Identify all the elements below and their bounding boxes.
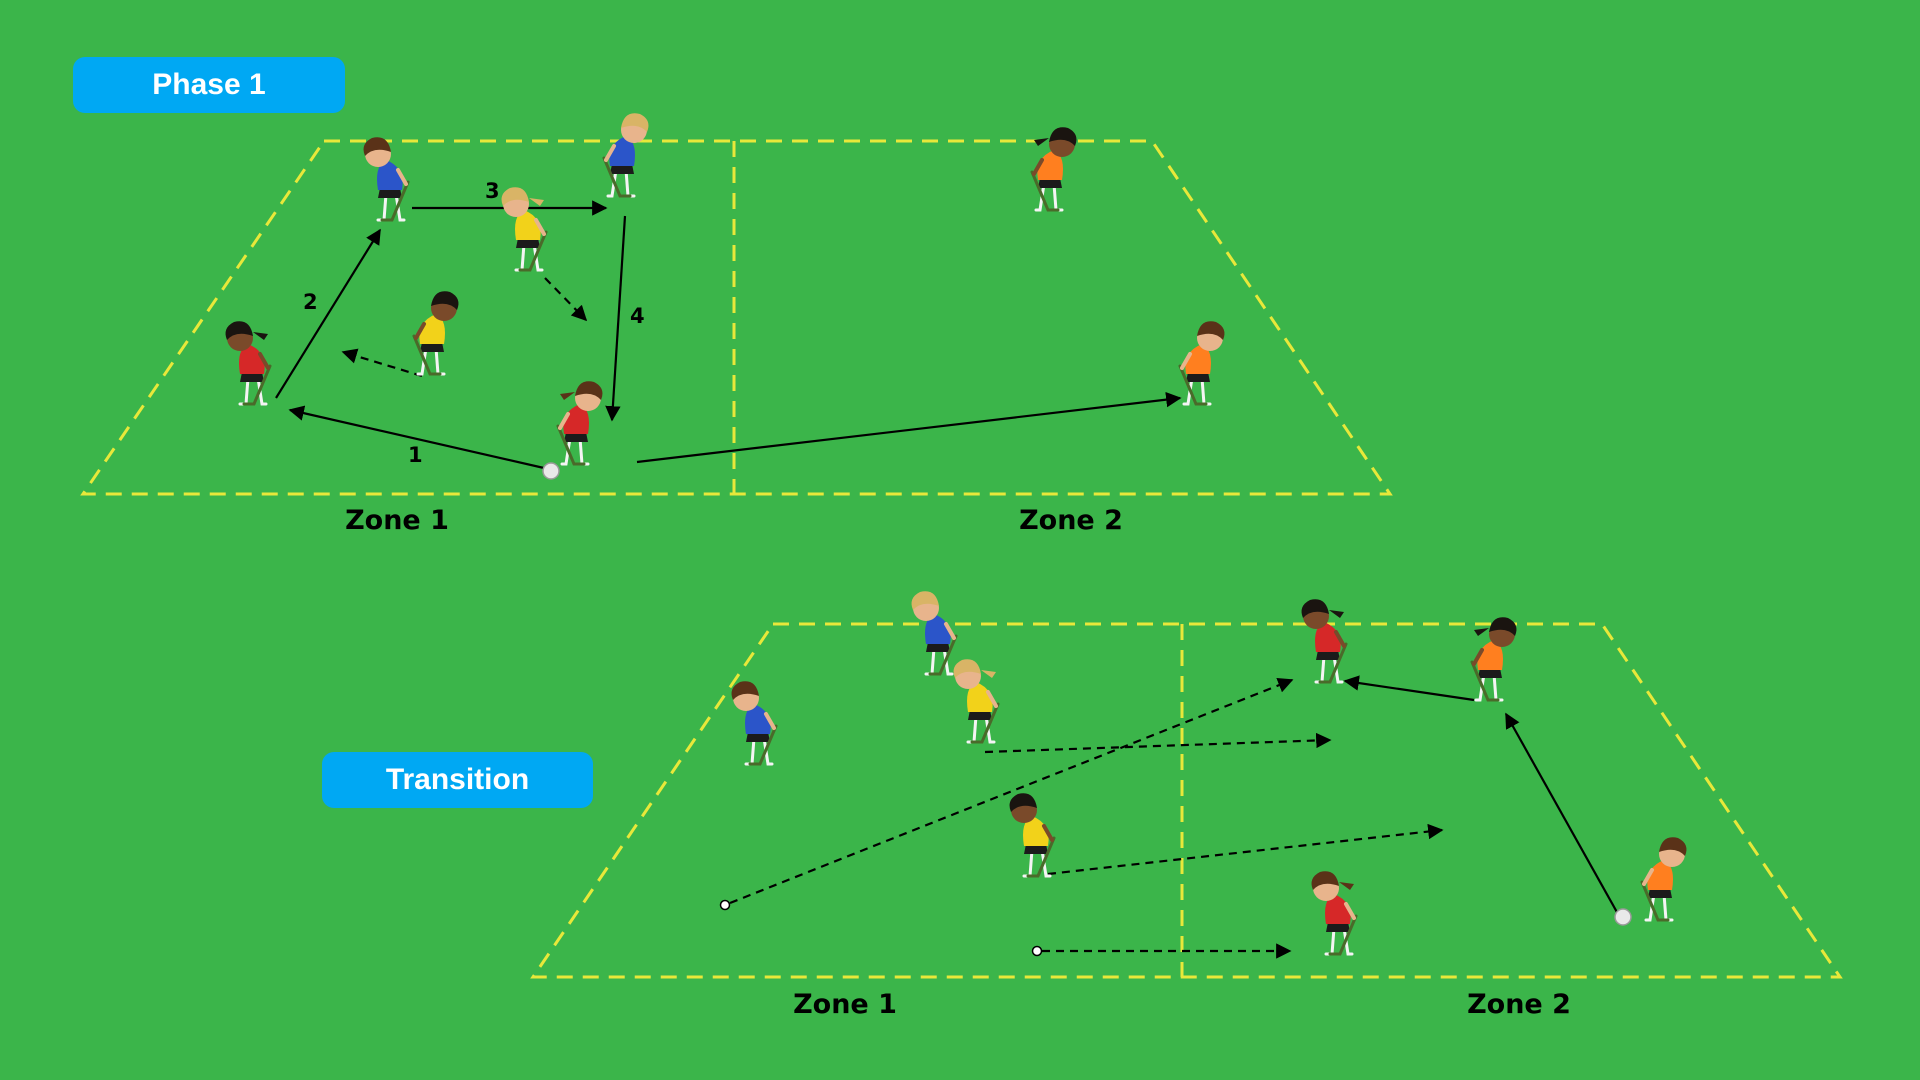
phase1-arrows bbox=[275, 200, 1182, 470]
player-icon bbox=[911, 591, 958, 676]
phase1-badge: Phase 1 bbox=[73, 57, 345, 113]
zone-labels: Zone 1 Zone 2 Zone 1 Zone 2 bbox=[345, 505, 1571, 1020]
phase1-field bbox=[80, 139, 1393, 496]
run-start-marker bbox=[1031, 945, 1043, 957]
transition-zone1-label: Zone 1 bbox=[793, 989, 897, 1020]
pass-label-3: 3 bbox=[485, 179, 500, 203]
pass-1-arrow bbox=[288, 405, 545, 470]
run-arrow-defender bbox=[341, 348, 423, 378]
transition-boundary bbox=[530, 622, 1843, 979]
phase1-zone1-label: Zone 1 bbox=[345, 505, 449, 536]
ball-icon bbox=[542, 462, 560, 480]
phase1-title: Phase 1 bbox=[152, 68, 266, 101]
pass-4-arrow bbox=[605, 215, 627, 422]
pass-2-arrow bbox=[275, 228, 381, 399]
player-icon bbox=[556, 381, 603, 466]
balls-layer bbox=[542, 462, 1632, 926]
phase1-boundary bbox=[80, 139, 1393, 496]
transition-run-2-arrow bbox=[984, 732, 1332, 754]
player-icon bbox=[1311, 871, 1358, 956]
transition-arrows bbox=[719, 675, 1619, 959]
player-icon bbox=[225, 321, 272, 406]
player-icon bbox=[363, 137, 410, 222]
pass-label-1: 1 bbox=[408, 443, 423, 467]
phase1-zone2-label: Zone 2 bbox=[1019, 505, 1123, 536]
player-icon bbox=[1640, 837, 1687, 922]
run-arrow-yellow bbox=[544, 277, 588, 322]
transition-pass-left-arrow bbox=[1343, 675, 1475, 702]
player-icon bbox=[731, 681, 778, 766]
player-icon bbox=[1030, 127, 1077, 212]
player-icon bbox=[1470, 617, 1517, 702]
pass-label-4: 4 bbox=[630, 304, 645, 328]
transition-badge: Transition bbox=[322, 752, 593, 808]
run-start-marker bbox=[719, 899, 731, 911]
transition-run-3-arrow bbox=[1047, 823, 1444, 876]
transition-zone2-label: Zone 2 bbox=[1467, 989, 1571, 1020]
ball-icon bbox=[1614, 908, 1632, 926]
player-icon bbox=[602, 113, 649, 198]
transition-pass-up-arrow bbox=[1505, 712, 1619, 915]
player-icon bbox=[412, 291, 459, 376]
transition-title: Transition bbox=[385, 763, 530, 796]
player-icon bbox=[501, 187, 548, 272]
transition-field bbox=[530, 622, 1843, 979]
player-icon bbox=[953, 659, 1000, 744]
player-icon bbox=[1009, 793, 1056, 878]
long-pass-arrow bbox=[636, 391, 1182, 464]
pass-label-2: 2 bbox=[303, 290, 318, 314]
player-icon bbox=[1178, 321, 1225, 406]
players-layer bbox=[225, 113, 1687, 956]
transition-run-1-arrow bbox=[729, 677, 1294, 905]
pass-number-labels: 1 2 3 4 bbox=[303, 179, 645, 467]
player-icon bbox=[1301, 599, 1348, 684]
